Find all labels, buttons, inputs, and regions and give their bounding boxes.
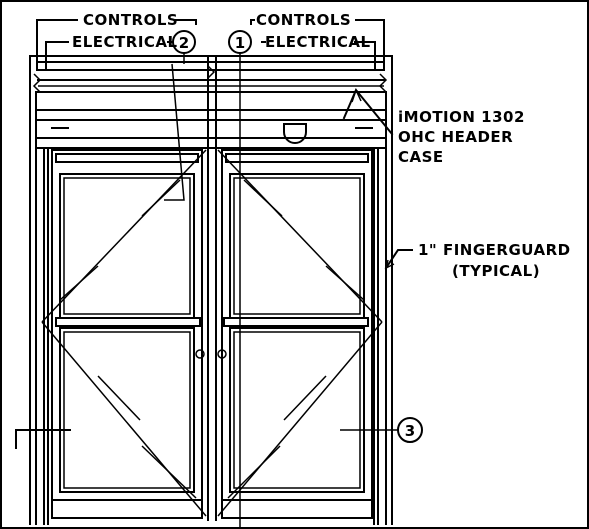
fingerguard-label-line1: 1" FINGERGUARD [418,241,571,259]
left-side-leader [15,429,71,449]
marker-1: 1 [228,30,252,64]
header-label-line3: CASE [398,148,444,166]
fingerguard-label-line2: (TYPICAL) [452,262,540,280]
fingerguard-callout: 1" FINGERGUARD (TYPICAL) [384,241,571,280]
door-frame [29,55,393,525]
sensor-dome [283,123,307,144]
door-leaf-right [217,149,383,519]
controls-label-right: CONTROLS [256,11,351,29]
header-case [31,55,391,149]
marker-3: 3 [340,417,423,443]
door-handle-left [195,349,205,359]
svg-text:1: 1 [235,34,245,52]
header-callout: iMOTION 1302 OHC HEADER CASE [342,87,525,166]
electrical-label-left: ELECTRICAL [72,33,178,51]
electrical-label-right: ELECTRICAL [265,33,371,51]
door-handle-right [217,349,227,359]
header-label-line2: OHC HEADER [398,128,513,146]
controls-electrical-left-callout: CONTROLS ELECTRICAL [36,11,197,71]
header-label-line1: iMOTION 1302 [398,108,525,126]
door-leaf-left [41,63,207,519]
svg-text:3: 3 [405,422,415,440]
controls-label-left: CONTROLS [83,11,178,29]
svg-text:2: 2 [179,34,189,52]
